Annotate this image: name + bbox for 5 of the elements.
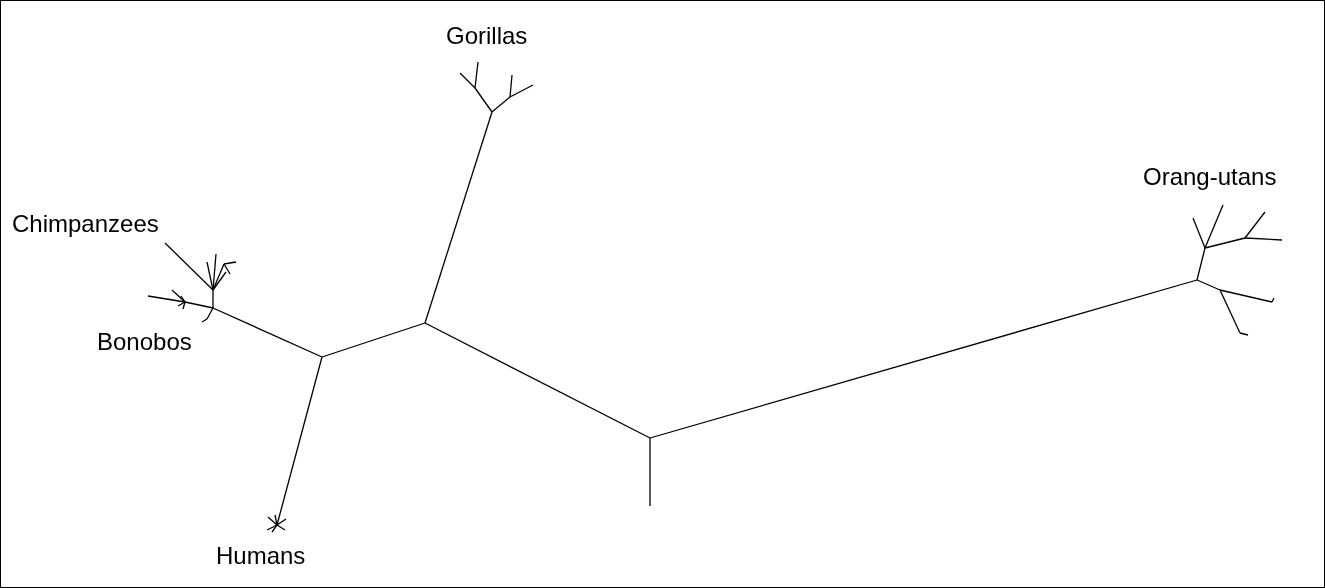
taxon-label: Bonobos (97, 330, 192, 354)
taxon-label: Gorillas (446, 24, 528, 48)
taxon-label: Chimpanzees (12, 212, 159, 236)
taxon-label: Humans (216, 544, 306, 568)
taxon-label: Orang-utans (1143, 165, 1277, 189)
